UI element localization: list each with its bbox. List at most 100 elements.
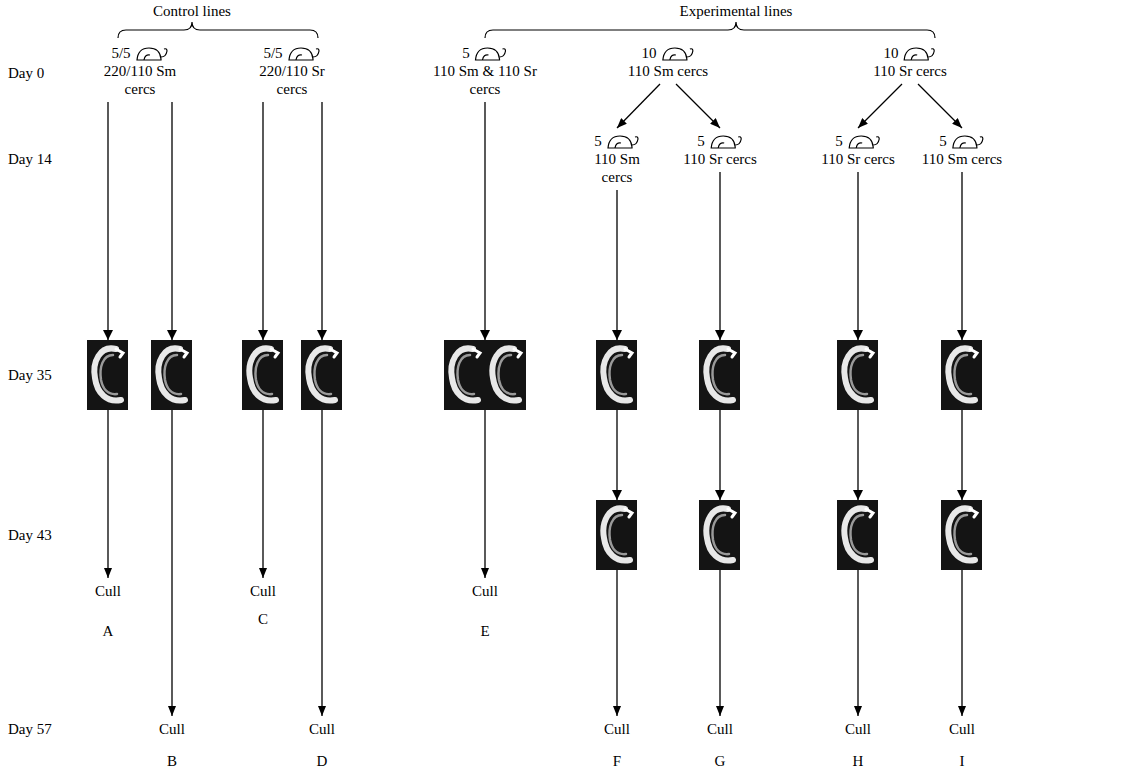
day-label: Day 57 xyxy=(8,720,52,738)
text-slot: F xyxy=(604,752,630,770)
arrow-head xyxy=(957,490,967,500)
worm-partner xyxy=(610,515,627,554)
text-slot: 220/110 Sm cercs xyxy=(95,62,185,98)
worm-head xyxy=(116,349,123,357)
snail-icon xyxy=(660,46,694,62)
arrow-head xyxy=(612,490,622,500)
flow-arrow xyxy=(857,172,858,716)
snail-detail xyxy=(483,49,506,60)
parasite-photo xyxy=(941,500,982,570)
cercaria-dose: 220/110 Sm cercs xyxy=(104,63,176,97)
text-slot: Cull xyxy=(604,720,630,738)
snail-detail xyxy=(856,137,879,148)
photo-ground xyxy=(699,500,740,570)
worm-head xyxy=(180,349,187,357)
cull-point: CullA xyxy=(91,580,125,642)
cercaria-dose: 220/110 Sr cercs xyxy=(259,63,325,97)
cercaria-dose: 110 Sr cercs xyxy=(821,151,895,167)
cercaria-dose: 110 Sm cercs xyxy=(628,63,708,79)
line-letter: G xyxy=(715,753,726,769)
worm-body xyxy=(844,348,871,400)
worm-partner xyxy=(713,355,730,394)
cercaria-dose: 110 Sr cercs xyxy=(873,63,947,79)
infection-group: 5/5220/110 Sr cercs xyxy=(243,42,341,100)
worm-head xyxy=(625,349,632,357)
cull-point: CullI xyxy=(945,718,979,772)
group-heading: Control lines xyxy=(153,2,231,20)
snail-icon xyxy=(709,134,743,150)
flow-arrow xyxy=(858,84,902,128)
infection-group: 5110 Sr cercs xyxy=(679,130,761,170)
worm-body xyxy=(451,348,478,400)
infection-group: 10110 Sr cercs xyxy=(869,42,951,82)
cull-text: Cull xyxy=(845,721,871,737)
snail-count: 5/5 xyxy=(111,44,130,62)
group-heading: Experimental lines xyxy=(680,2,793,20)
worm-partner xyxy=(955,355,972,394)
parasite-photo xyxy=(87,340,128,410)
worm-partner xyxy=(851,355,868,394)
worm-body xyxy=(603,508,630,560)
arrow-head xyxy=(715,330,725,340)
snail-detail xyxy=(144,49,167,60)
infection-group: 10110 Sm cercs xyxy=(624,42,712,82)
text-slot: 5 xyxy=(418,44,553,62)
snail-icon xyxy=(903,46,937,62)
snail-shell xyxy=(905,48,929,60)
photo-ground xyxy=(87,340,128,410)
cercaria-dose: 110 Sm cercs xyxy=(922,151,1002,167)
cull-text: Cull xyxy=(707,721,733,737)
worm-head xyxy=(728,349,735,357)
text-slot: 5 xyxy=(582,132,652,150)
worm-partner xyxy=(458,355,475,394)
arrow-head xyxy=(957,330,967,340)
worm-partner xyxy=(499,355,516,394)
day-label: Day 0 xyxy=(8,64,44,82)
day-label: Day 35 xyxy=(8,366,52,384)
worm-head xyxy=(625,509,632,517)
cull-text: Cull xyxy=(159,721,185,737)
worm-body xyxy=(249,348,276,400)
flow-arrow xyxy=(617,84,660,128)
worm-partner xyxy=(165,355,182,394)
flow-arrow xyxy=(616,190,617,716)
snail-icon xyxy=(951,134,985,150)
cull-point: CullG xyxy=(703,718,737,772)
infection-group: 5/5220/110 Sm cercs xyxy=(91,42,189,100)
snail-shell xyxy=(953,136,977,148)
snail-count: 5 xyxy=(939,132,947,150)
worm-body xyxy=(94,348,121,400)
parasite-photo xyxy=(699,500,740,570)
text-slot: I xyxy=(949,752,975,770)
snail-count: 10 xyxy=(884,44,899,62)
worm-head xyxy=(514,349,521,357)
cull-point: CullD xyxy=(305,718,339,772)
line-letter: A xyxy=(103,623,114,639)
worm-body xyxy=(706,508,733,560)
text-slot: A xyxy=(95,622,121,640)
parasite-photo xyxy=(941,340,982,410)
group-bracket xyxy=(485,22,935,38)
worm-head xyxy=(970,349,977,357)
line-letter: F xyxy=(613,753,621,769)
parasite-photo xyxy=(699,340,740,410)
text-slot: G xyxy=(707,752,733,770)
snail-detail xyxy=(718,137,741,148)
snail-icon xyxy=(847,134,881,150)
cull-point: CullB xyxy=(155,718,189,772)
worm-body xyxy=(706,348,733,400)
infection-group: 5110 Sm cercs xyxy=(578,130,656,188)
text-slot: 110 Sr cercs xyxy=(683,150,757,168)
group-bracket xyxy=(118,22,318,38)
text-slot: Cull xyxy=(472,582,498,600)
flow-arrow xyxy=(719,172,720,716)
parasite-photo xyxy=(837,340,878,410)
line-letter: I xyxy=(960,753,965,769)
arrow-head xyxy=(480,330,490,340)
cull-text: Cull xyxy=(472,583,498,599)
text-slot: 110 Sm cercs xyxy=(922,150,1002,168)
parasite-photo xyxy=(151,340,192,410)
snail-detail xyxy=(615,137,638,148)
line-letter: D xyxy=(317,753,328,769)
text-slot: Cull xyxy=(707,720,733,738)
